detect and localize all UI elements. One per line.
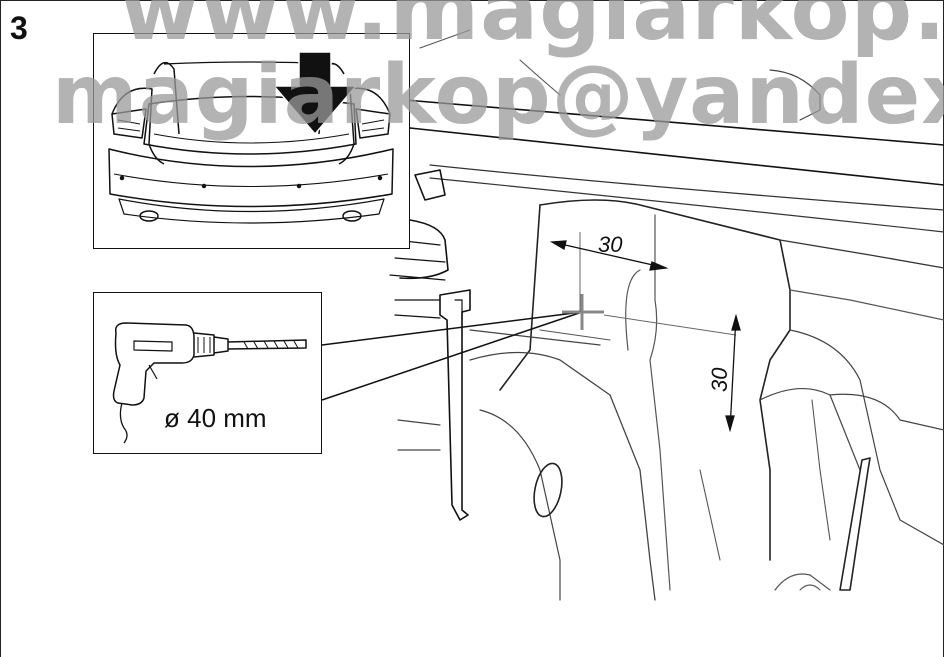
parcel-shelf-edge	[404, 99, 944, 146]
down-arrow-icon	[272, 51, 358, 136]
watermark-email: magiarkop@yandex.ru	[52, 48, 944, 143]
dimension-vertical	[725, 313, 741, 433]
watermark-url: www.magiarkop.ru	[120, 0, 944, 60]
drill-icon	[112, 322, 307, 444]
drill-position-mark	[562, 294, 604, 330]
callout-leader	[321, 311, 583, 401]
lever	[839, 457, 871, 591]
car-rear-illustration	[108, 51, 394, 224]
drill-diameter-label: ø 40 mm	[164, 403, 267, 433]
dimension-horizontal-label: 30	[598, 232, 623, 257]
drill-inset: ø 40 mm	[93, 292, 322, 454]
dimension-horizontal	[549, 232, 737, 336]
oval-opening	[533, 462, 563, 518]
step-number: 3	[10, 10, 28, 46]
drilling-panel	[539, 199, 791, 561]
car-rear-inset	[93, 33, 410, 249]
dimension-vertical-label: 30	[707, 367, 732, 392]
parcel-shelf-underside	[409, 127, 944, 186]
